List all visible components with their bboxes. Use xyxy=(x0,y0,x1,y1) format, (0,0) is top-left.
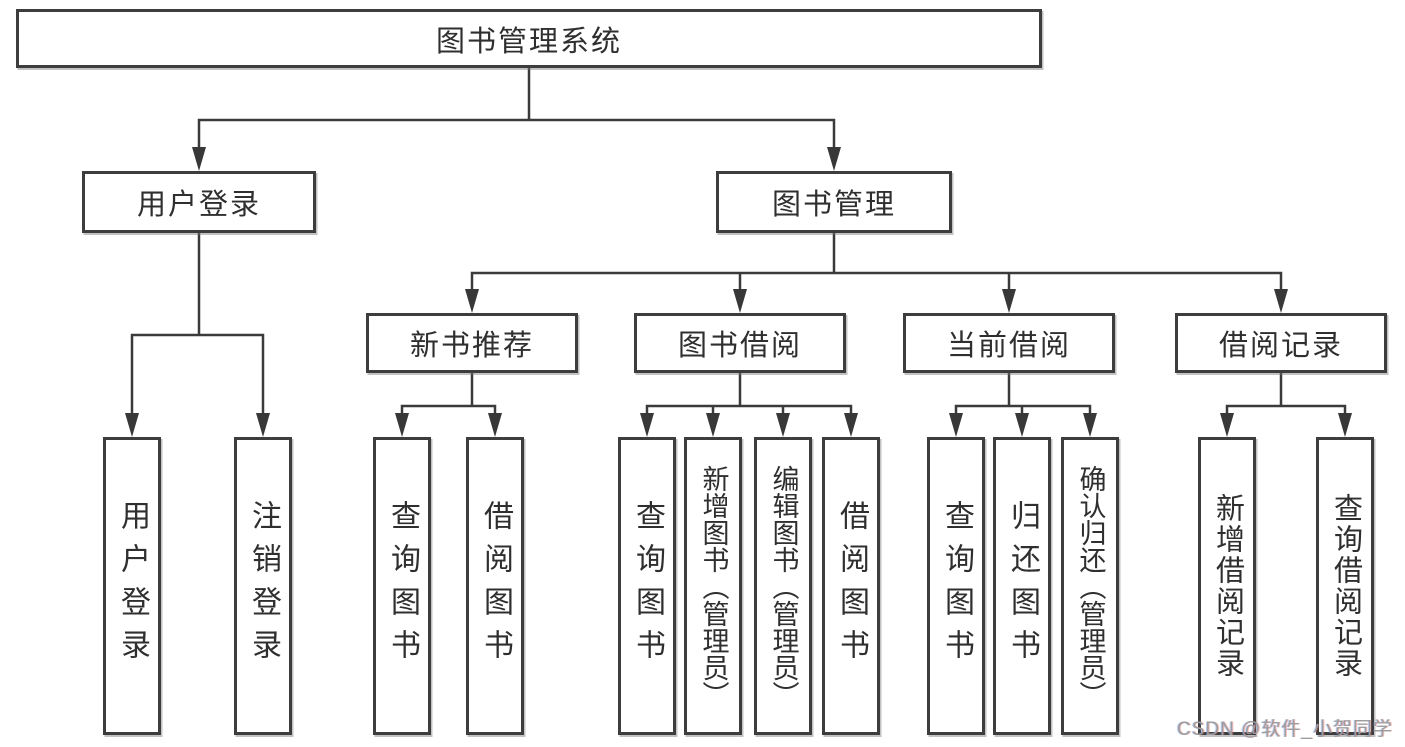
arrowheads-root-branch xyxy=(192,147,841,171)
leaf-query-books-recommend: 查询图书 xyxy=(373,437,431,735)
leaf-query-books-current: 查询图书 xyxy=(927,437,985,735)
arrowheads-user-login xyxy=(125,413,270,437)
arrow-down-icon xyxy=(706,413,720,437)
connector-new-book xyxy=(400,371,497,418)
node-label: 图书借阅 xyxy=(677,330,802,362)
leaf-borrow-books-recommend: 借阅图书 xyxy=(466,437,524,735)
arrow-down-icon xyxy=(827,147,841,171)
arrow-down-icon xyxy=(776,413,790,437)
node-label: 新增借阅记录 xyxy=(1211,493,1244,679)
arrow-down-icon xyxy=(733,289,747,313)
node-label: 图书管理系统 xyxy=(435,25,622,58)
leaf-return-books: 归还图书 xyxy=(993,437,1051,735)
arrowheads-current-borrowing xyxy=(949,413,1097,437)
node-label: 用户登录 xyxy=(116,500,149,672)
arrowheads-new-book xyxy=(395,413,502,437)
arrow-down-icon xyxy=(465,289,479,313)
node-label: 归还图书 xyxy=(1006,500,1039,672)
node-borrowing-records: 借阅记录 xyxy=(1175,313,1387,373)
node-label: 当前借阅 xyxy=(946,330,1071,362)
node-label: 查询图书 xyxy=(940,500,973,672)
node-label: 查询借阅记录 xyxy=(1329,493,1362,679)
arrow-down-icon xyxy=(488,413,502,437)
arrow-down-icon xyxy=(1220,413,1234,437)
node-label: 图书管理 xyxy=(771,189,896,221)
node-label: 新书推荐 xyxy=(409,330,534,362)
leaf-add-books-admin: 新增图书（管理员） xyxy=(684,437,742,735)
arrow-down-icon xyxy=(192,147,206,171)
arrow-down-icon xyxy=(640,413,654,437)
node-book-borrowing: 图书借阅 xyxy=(634,313,846,373)
arrow-down-icon xyxy=(1002,289,1016,313)
arrow-down-icon xyxy=(949,413,963,437)
node-label: 注销登录 xyxy=(247,500,280,672)
node-label: 编辑图书（管理员） xyxy=(768,464,799,708)
connector-borrowing-records xyxy=(1225,371,1347,418)
node-new-book-recommendation: 新书推荐 xyxy=(366,313,578,373)
arrow-down-icon xyxy=(1338,413,1352,437)
node-label: 查询图书 xyxy=(631,500,664,672)
leaf-add-borrow-record: 新增借阅记录 xyxy=(1198,437,1256,735)
node-user-login-branch: 用户登录 xyxy=(82,171,316,233)
leaf-query-books-borrowing: 查询图书 xyxy=(618,437,676,735)
arrow-down-icon xyxy=(256,413,270,437)
arrowheads-book-borrowing xyxy=(640,413,858,437)
leaf-borrow-books: 借阅图书 xyxy=(822,437,880,735)
connector-current-borrowing xyxy=(954,371,1092,418)
node-label: 借阅记录 xyxy=(1218,330,1343,362)
leaf-query-borrow-record: 查询借阅记录 xyxy=(1316,437,1374,735)
node-book-management: 图书管理 xyxy=(716,171,952,233)
arrow-down-icon xyxy=(1274,289,1288,313)
leaf-user-login: 用户登录 xyxy=(103,437,161,735)
arrow-down-icon xyxy=(125,413,139,437)
node-label: 借阅图书 xyxy=(835,500,868,672)
node-label: 新增图书（管理员） xyxy=(698,464,729,708)
leaf-confirm-return-admin: 确认归还（管理员） xyxy=(1061,437,1119,735)
arrow-down-icon xyxy=(1083,413,1097,437)
connector-book-management xyxy=(470,231,1283,295)
connector-book-borrowing xyxy=(645,371,853,418)
node-label: 用户登录 xyxy=(136,189,261,221)
arrowheads-borrowing-records xyxy=(1220,413,1352,437)
node-current-borrowing: 当前借阅 xyxy=(903,313,1115,373)
leaf-edit-books-admin: 编辑图书（管理员） xyxy=(754,437,812,735)
csdn-watermark: CSDN @软件_小贺同学 xyxy=(1177,719,1393,740)
connector-user-login xyxy=(130,231,265,417)
arrow-down-icon xyxy=(844,413,858,437)
node-label: 借阅图书 xyxy=(479,500,512,672)
leaf-logout-login: 注销登录 xyxy=(234,437,292,735)
node-label: 查询图书 xyxy=(386,500,419,672)
arrowheads-book-management xyxy=(465,289,1288,313)
arrow-down-icon xyxy=(1015,413,1029,437)
arrow-down-icon xyxy=(395,413,409,437)
connector-root-branch xyxy=(197,66,836,151)
node-library-management-system: 图书管理系统 xyxy=(16,9,1042,68)
node-label: 确认归还（管理员） xyxy=(1075,464,1106,708)
